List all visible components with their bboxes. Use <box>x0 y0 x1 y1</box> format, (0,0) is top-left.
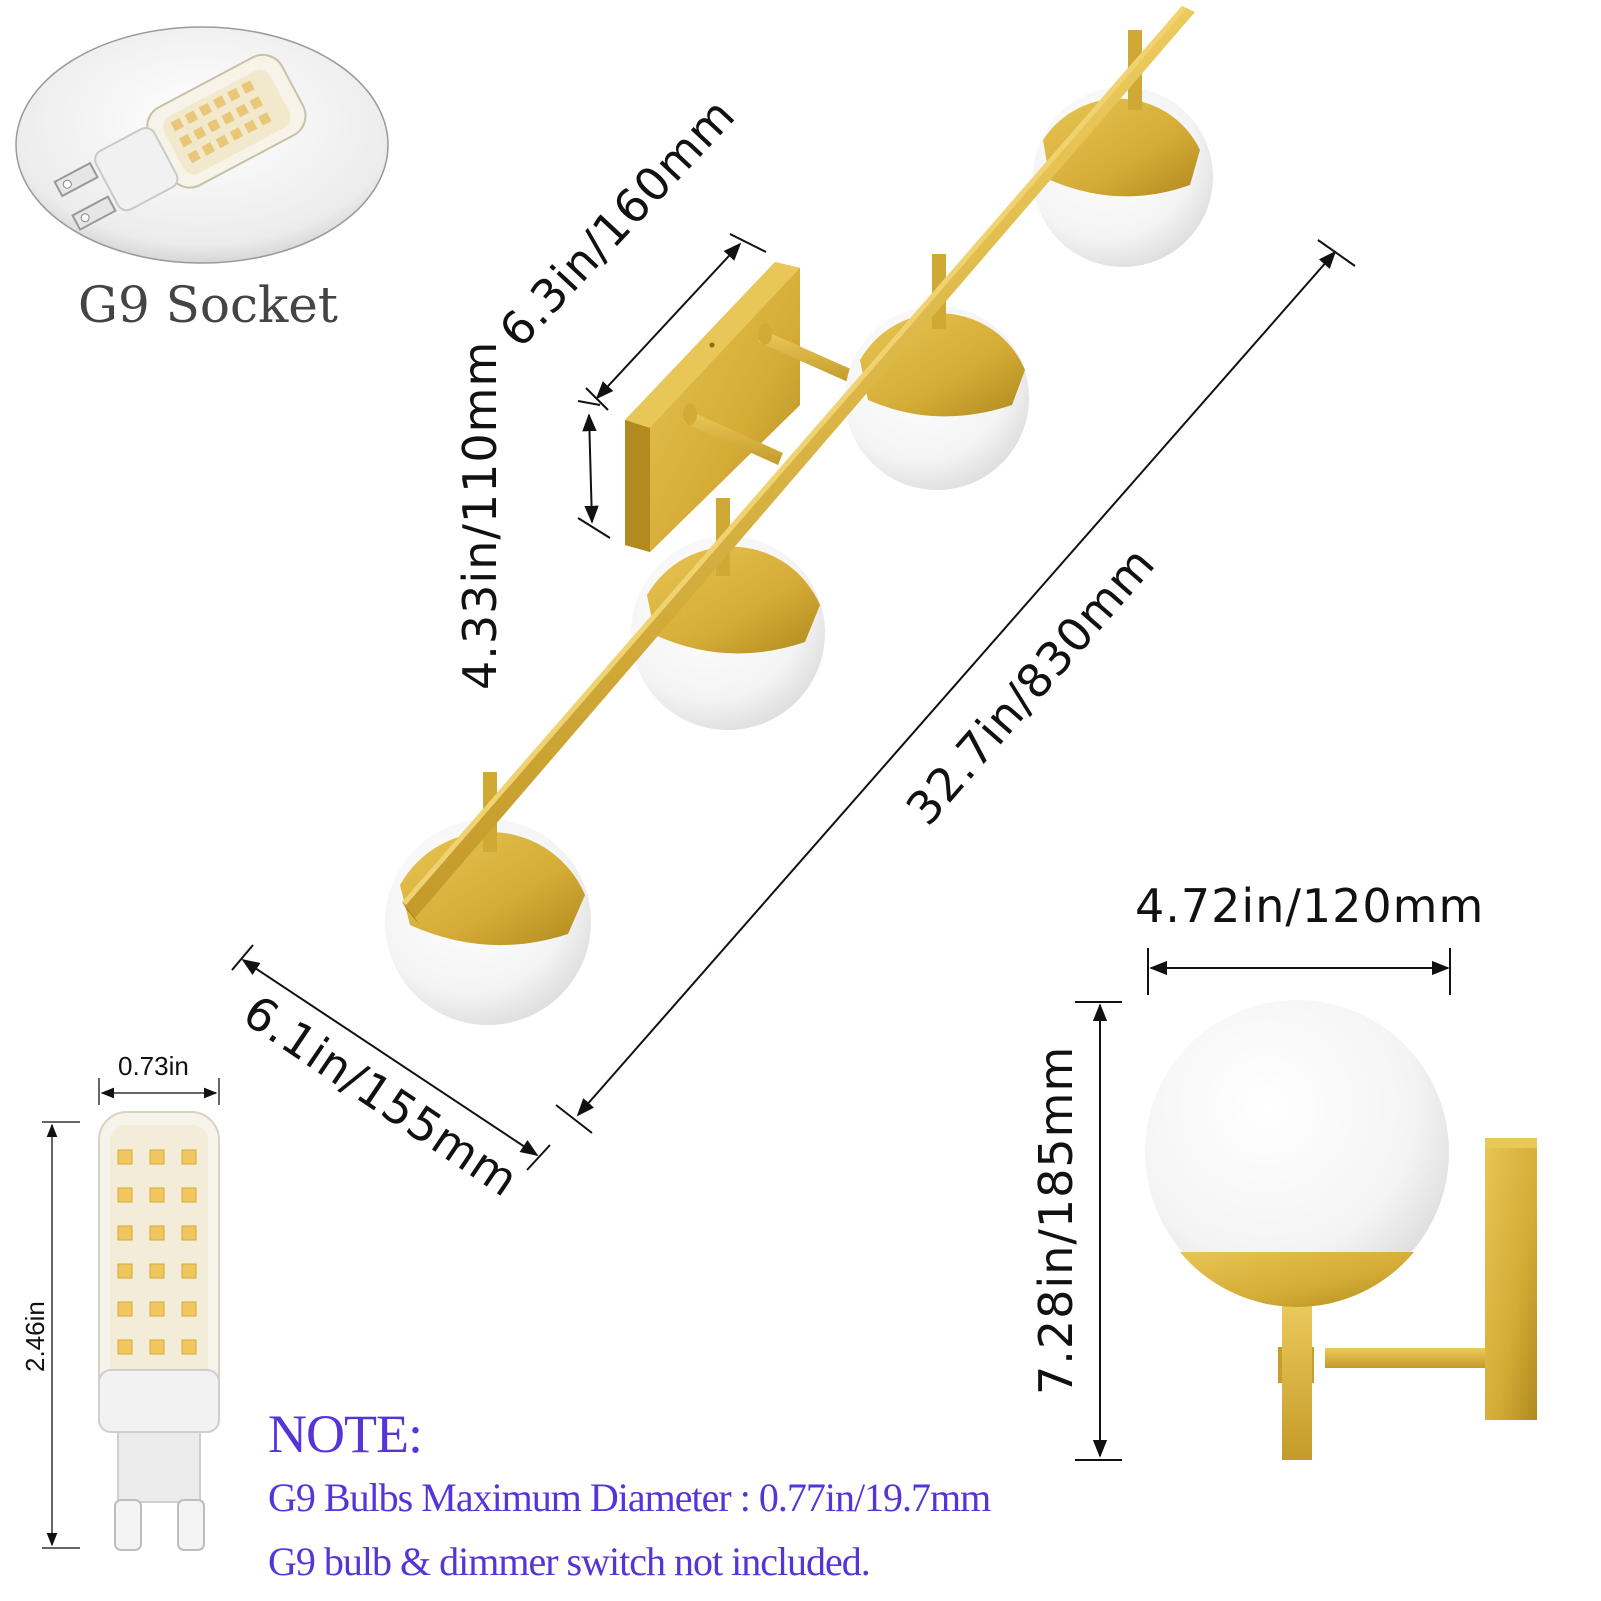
side-globe-cap <box>1180 1252 1414 1307</box>
g9-bulb-small-icon <box>53 53 307 231</box>
side-arm <box>1325 1348 1485 1368</box>
bulb-width-label: 0.73in <box>118 1051 189 1081</box>
wall-backplate <box>625 262 800 552</box>
side-dimension-lines <box>1075 948 1451 1461</box>
side-view-sconce <box>1145 1000 1537 1460</box>
note-line-not-included: G9 bulb & dimmer switch not included. <box>268 1539 871 1584</box>
bulb-height-label: 2.46in <box>20 1301 50 1372</box>
dim-line-total-length <box>576 250 1337 1117</box>
dim-line-backplate-height <box>582 413 599 524</box>
note-line-max-diameter: G9 Bulbs Maximum Diameter : 0.77in/19.7m… <box>268 1475 991 1520</box>
g9-socket-inset <box>15 26 389 264</box>
dim-line-extension-depth <box>241 959 539 1156</box>
backplate-height-label: 4.33in/110mm <box>453 341 507 690</box>
g9-bulb-icon <box>98 1111 220 1551</box>
side-globe <box>1145 1000 1449 1304</box>
globe-diameter-label: 4.72in/120mm <box>1135 879 1484 933</box>
bulb-dimension-lines <box>42 1078 220 1549</box>
side-backplate <box>1485 1138 1537 1420</box>
note-heading: NOTE: <box>268 1404 423 1464</box>
vanity-light-fixture <box>385 6 1213 1025</box>
mounting-bar <box>402 6 1195 925</box>
side-stem <box>1282 1300 1312 1460</box>
total-length-label: 32.7in/830mm <box>896 536 1166 835</box>
backplate-width-label: 6.3in/160mm <box>489 87 746 357</box>
socket-label: G9 Socket <box>78 276 338 334</box>
dimension-lines <box>231 233 1356 1171</box>
side-height-label: 7.28in/185mm <box>1029 1046 1083 1395</box>
